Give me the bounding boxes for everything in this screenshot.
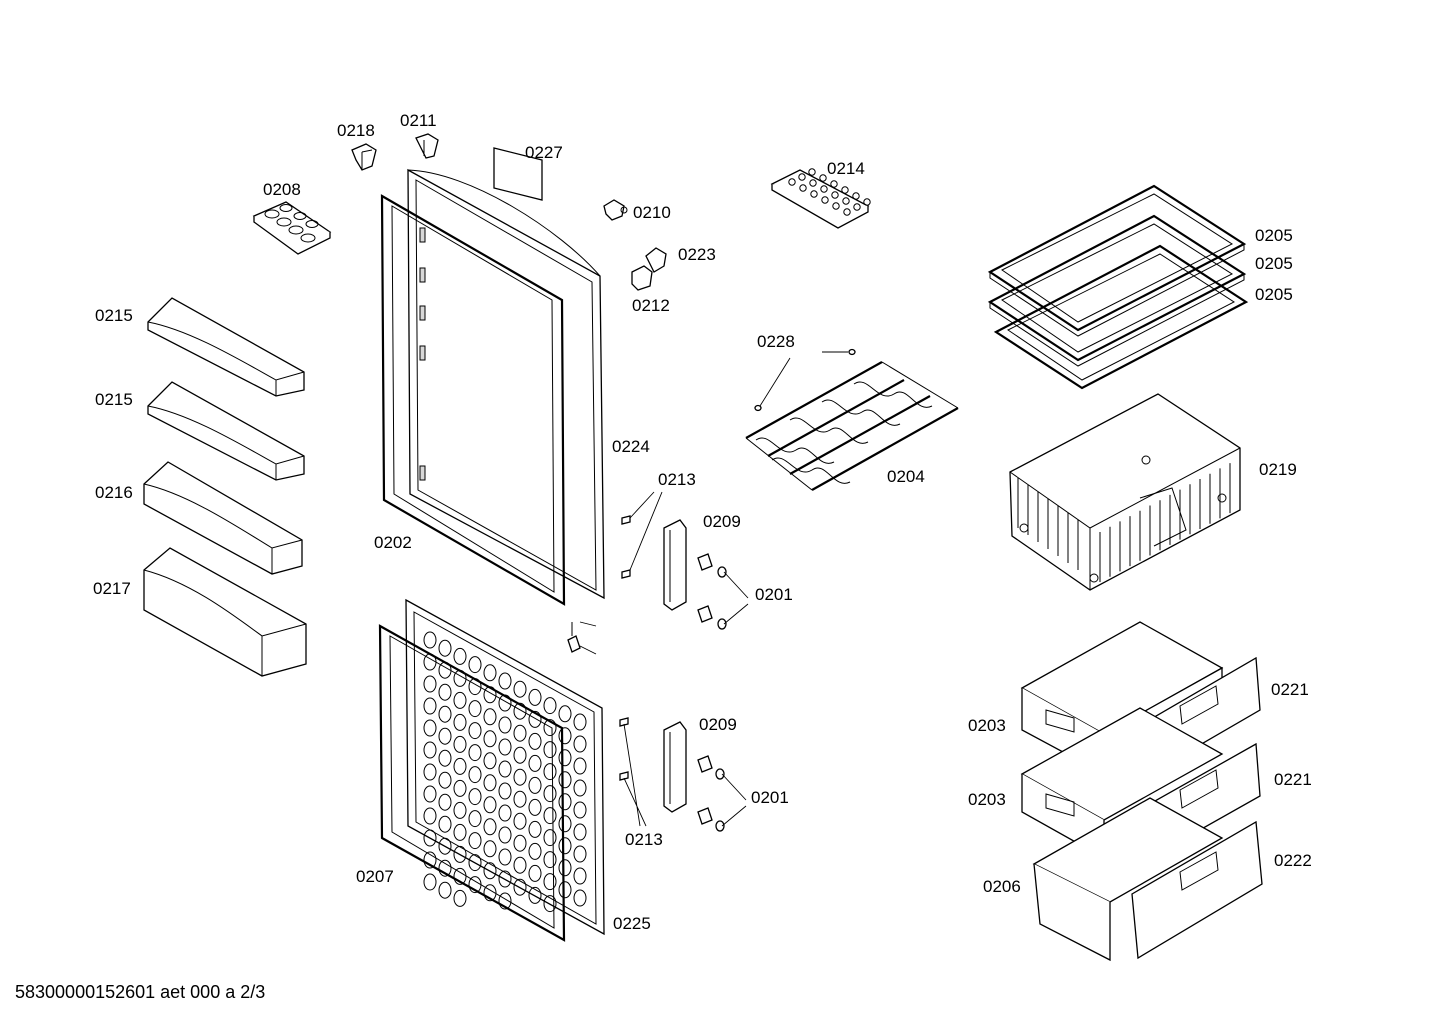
callout-0202: 0202 bbox=[374, 533, 412, 552]
callout-0223: 0223 bbox=[678, 245, 716, 264]
callout-0228: 0228 bbox=[757, 332, 795, 351]
callout-0213-a: 0213 bbox=[658, 470, 696, 489]
part-0214-ice-tray bbox=[770, 168, 871, 229]
part-middle-hinge bbox=[567, 621, 597, 655]
part-0224-upper-door bbox=[407, 168, 605, 600]
part-0201-screws-lower bbox=[697, 755, 725, 832]
part-0201-screws-upper bbox=[697, 553, 727, 630]
callout-0203-a: 0203 bbox=[968, 716, 1006, 735]
part-0204-wine-rack bbox=[745, 361, 959, 491]
leader-lines bbox=[623, 351, 848, 827]
callout-0217: 0217 bbox=[93, 579, 131, 598]
part-0206-drawer-lower bbox=[1032, 797, 1224, 962]
callout-0205-b: 0205 bbox=[1255, 254, 1293, 273]
callout-0227: 0227 bbox=[525, 143, 563, 162]
part-0209-handle-lower bbox=[663, 721, 687, 813]
callout-0205-a: 0205 bbox=[1255, 226, 1293, 245]
callout-0211: 0211 bbox=[400, 111, 437, 130]
part-0223-bracket bbox=[645, 247, 667, 273]
part-0213-screws-upper bbox=[621, 515, 631, 579]
callout-0214: 0214 bbox=[827, 159, 865, 178]
callout-0203-b: 0203 bbox=[968, 790, 1006, 809]
callout-0204: 0204 bbox=[887, 467, 925, 486]
callout-0213-b: 0213 bbox=[625, 830, 663, 849]
callout-0212: 0212 bbox=[632, 296, 670, 315]
part-0225-lower-door bbox=[405, 598, 605, 936]
part-0202-upper-gasket bbox=[380, 194, 566, 606]
part-0210-hinge-knob bbox=[603, 199, 628, 221]
part-0205-shelf-2 bbox=[987, 214, 1247, 367]
part-0228-pins bbox=[754, 348, 856, 412]
callout-0208: 0208 bbox=[263, 180, 301, 199]
part-0213-screws-lower bbox=[619, 717, 629, 781]
part-0215-door-bin-1 bbox=[147, 297, 305, 397]
callout-0222: 0222 bbox=[1274, 851, 1312, 870]
part-0205-shelf-3 bbox=[993, 244, 1249, 390]
part-0207-lower-gasket bbox=[378, 624, 566, 942]
part-0211-hinge-clip bbox=[415, 133, 439, 159]
part-0216-door-bin bbox=[143, 461, 303, 575]
callout-0206: 0206 bbox=[983, 877, 1021, 896]
callout-0201-a: 0201 bbox=[755, 585, 793, 604]
part-0219-storage-box bbox=[1009, 393, 1241, 591]
callout-0207: 0207 bbox=[356, 867, 394, 886]
callout-0221-b: 0221 bbox=[1274, 770, 1312, 789]
part-0218-bracket bbox=[351, 143, 377, 171]
part-0217-door-bin bbox=[143, 547, 307, 677]
callout-0210: 0210 bbox=[633, 203, 671, 222]
callout-0201-b: 0201 bbox=[751, 788, 789, 807]
part-0227-label bbox=[493, 147, 543, 201]
callout-0209-b: 0209 bbox=[699, 715, 737, 734]
part-0212-cover bbox=[631, 265, 653, 291]
part-0215-door-bin-2 bbox=[147, 381, 305, 481]
callout-0215-b: 0215 bbox=[95, 390, 133, 409]
callout-0215-a: 0215 bbox=[95, 306, 133, 325]
callout-0224: 0224 bbox=[612, 437, 650, 456]
part-0209-handle-upper bbox=[663, 519, 687, 611]
part-0222-drawer-front-lower bbox=[1131, 820, 1263, 960]
drawing-reference-number: 58300000152601 aet 000 a 2/3 bbox=[15, 982, 266, 1002]
callout-0205-c: 0205 bbox=[1255, 285, 1293, 304]
callout-0216: 0216 bbox=[95, 483, 133, 502]
callout-0225: 0225 bbox=[613, 914, 651, 933]
callout-0209-a: 0209 bbox=[703, 512, 741, 531]
callout-0219: 0219 bbox=[1259, 460, 1297, 479]
callout-0218: 0218 bbox=[337, 121, 375, 140]
part-0208-egg-tray bbox=[252, 201, 332, 255]
callout-0221-a: 0221 bbox=[1271, 680, 1309, 699]
part-0205-shelf-1 bbox=[987, 184, 1247, 337]
